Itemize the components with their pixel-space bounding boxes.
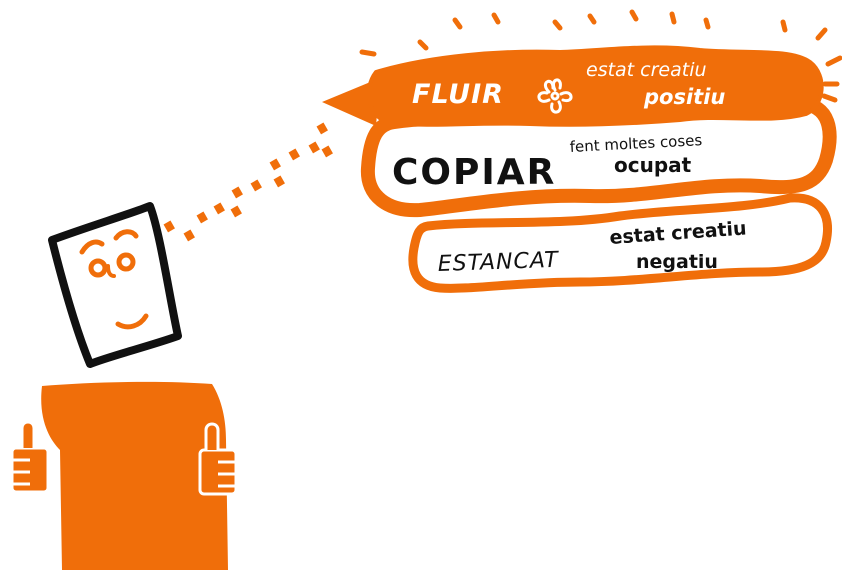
sparkle-rays [359,9,842,103]
flower-icon [537,78,573,114]
sight-line [163,122,333,242]
stuck-label: ESTANCAT [437,248,559,277]
smiling-face-icon [48,202,182,368]
left-thumb-hand [10,420,50,494]
busy-state-label-line2: ocupat [614,153,692,177]
top-level-band [366,45,824,127]
right-eye [116,252,136,272]
thumbs-up-icon [10,420,238,496]
copy-label: COPIAR [392,152,556,193]
left-eyebrow [79,239,105,255]
positive-state-label-line1: estat creatiu [586,59,707,81]
nose [106,264,116,278]
torso [41,381,228,570]
flow-label: FLUIR [412,79,504,110]
negative-state-label-line1: estat creatiu [609,217,747,249]
right-eyebrow [113,229,139,241]
sight-arrowhead [322,78,380,126]
smile [115,313,149,330]
negative-state-label-line2: negatiu [636,251,718,273]
positive-state-label-line2: positiu [643,85,725,109]
bottom-level-outline [408,193,832,293]
left-eye [88,258,108,278]
right-thumb-hand [198,422,238,496]
